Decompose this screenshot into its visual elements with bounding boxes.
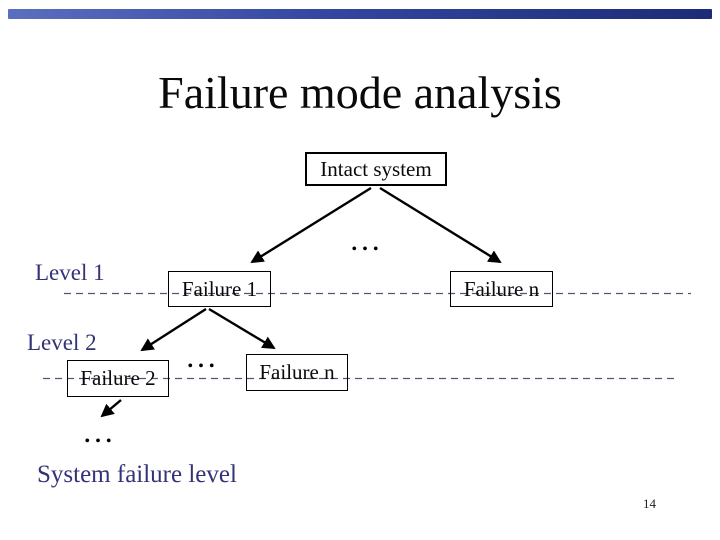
arrow-root-to-failuren [379, 186, 502, 264]
top-accent-bar [8, 9, 712, 19]
node-failure-n-level2-label: Failure n [259, 360, 335, 384]
ellipsis-between-level2: … [185, 338, 219, 374]
node-failure-n-level1-label: Failure n [463, 276, 540, 301]
slide-title: Failure mode analysis [158, 67, 562, 118]
level-1-label: Level 1 [35, 260, 105, 285]
ellipsis-between-level1: … [349, 221, 383, 257]
system-failure-level-label: System failure level [37, 461, 237, 488]
node-failure-2: Failure 2 [67, 360, 169, 397]
node-failure-n-level1: Failure n [450, 271, 553, 307]
arrow-failure1-to-failure2 [140, 307, 207, 352]
node-failure-1-label: Failure 1 [181, 276, 258, 301]
node-failure-2-label: Failure 2 [80, 366, 156, 390]
level-2-label: Level 2 [27, 330, 97, 355]
node-failure-n-level2: Failure n [246, 354, 348, 391]
node-intact-system-label: Intact system [320, 156, 432, 181]
arrow-failure2-down [100, 399, 122, 418]
node-failure-1: Failure 1 [168, 271, 271, 307]
arrow-root-to-failure1 [250, 186, 372, 264]
arrow-failure1-to-failuren2 [208, 307, 276, 350]
node-intact-system: Intact system [305, 152, 447, 186]
page-number: 14 [643, 496, 656, 511]
ellipsis-continuation: … [82, 413, 116, 449]
